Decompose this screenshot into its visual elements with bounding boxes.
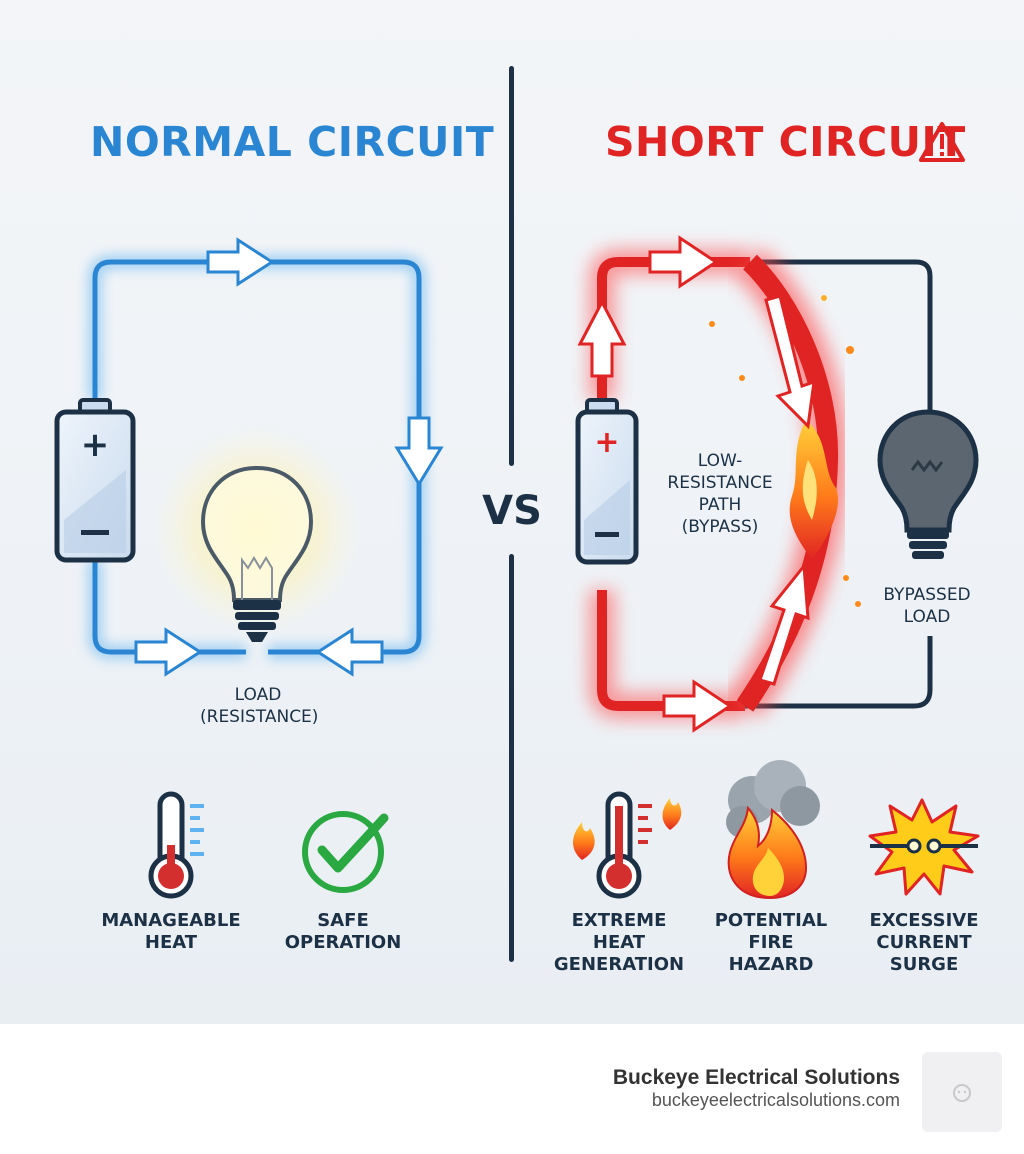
short-current-arrow-up-right xyxy=(758,562,810,686)
current-surge-label: EXCESSIVE CURRENT SURGE xyxy=(869,910,979,975)
glowing-bulb-icon xyxy=(152,425,362,642)
brand-logo xyxy=(922,1052,1002,1132)
short-battery-icon: + xyxy=(575,398,639,565)
extreme-heat-label: EXTREME HEAT GENERATION xyxy=(553,910,685,975)
vs-label: VS xyxy=(482,488,542,534)
bypassed-load-label: BYPASSED LOAD xyxy=(883,585,971,627)
normal-current-arrow-bottom-right xyxy=(315,627,384,677)
bypassed-load-wire xyxy=(745,259,933,709)
circuit-diagram: + xyxy=(54,122,980,900)
safe-operation-label: SAFE OPERATION xyxy=(284,910,402,953)
fire-icon xyxy=(726,760,820,900)
low-resistance-path-label: LOW- RESISTANCE PATH (BYPASS) xyxy=(667,451,773,537)
normal-battery-icon: + xyxy=(54,398,136,563)
dark-bulb-icon xyxy=(877,409,979,559)
svg-text:+: + xyxy=(594,425,619,460)
normal-current-arrow-top xyxy=(206,237,275,287)
warning-triangle-icon xyxy=(919,122,965,162)
svg-text:+: + xyxy=(81,425,110,465)
bypass-flames xyxy=(709,295,861,607)
normal-circuit-title: NORMAL CIRCUIT xyxy=(90,118,495,166)
fire-hazard-label: POTENTIAL FIRE HAZARD xyxy=(714,910,828,975)
short-circuit-title: SHORT CIRCUIT xyxy=(605,118,966,166)
divider-top xyxy=(509,66,514,466)
checkmark-icon xyxy=(302,811,389,893)
logo-mark-icon xyxy=(953,1084,971,1102)
short-current-arrow-up xyxy=(577,298,627,378)
normal-circuit-wire xyxy=(88,255,426,659)
spark-burst-icon xyxy=(868,798,980,896)
thermometer-low-icon xyxy=(148,791,204,899)
thermometer-fire-icon xyxy=(573,791,682,899)
normal-current-arrow-bottom-left xyxy=(134,627,203,677)
short-current-arrow-top xyxy=(648,235,719,289)
short-current-arrow-diagonal xyxy=(764,294,816,430)
footer-bar xyxy=(0,1024,1024,1154)
brand-name: Buckeye Electrical Solutions xyxy=(612,1066,900,1089)
normal-current-arrow-right xyxy=(394,416,444,487)
manageable-heat-label: MANAGEABLE HEAT xyxy=(101,910,241,953)
load-label: LOAD (RESISTANCE) xyxy=(200,685,319,727)
divider-bottom xyxy=(509,554,514,962)
short-current-arrow-bottom xyxy=(662,679,733,733)
brand-url[interactable]: buckeyeelectricalsolutions.com xyxy=(651,1090,900,1110)
